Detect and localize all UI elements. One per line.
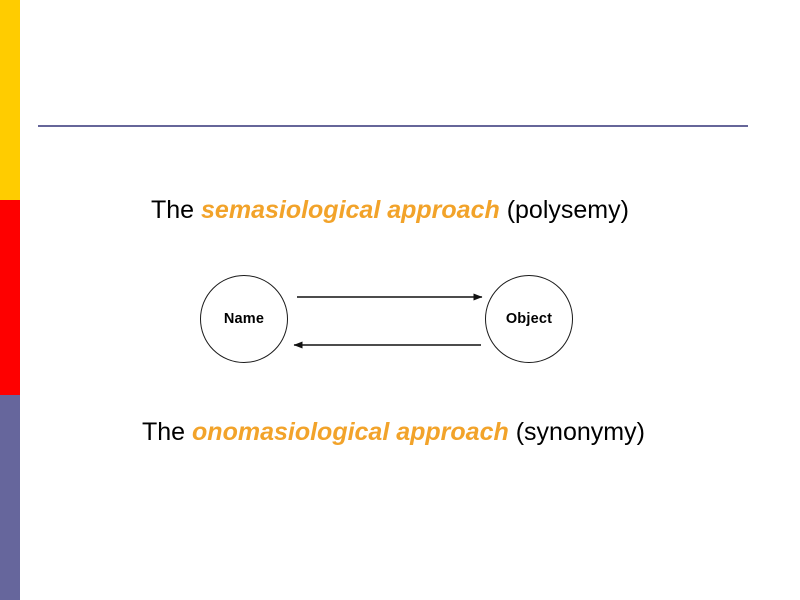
onomasiological-approach-line: The onomasiological approach (synonymy) [142, 418, 645, 447]
semasiological-approach-line: The semasiological approach (polysemy) [151, 196, 629, 225]
onomasiological-suffix: (synonymy) [508, 418, 645, 446]
node-label-object: Object [505, 311, 553, 327]
sidebar-band-red [0, 200, 20, 395]
onomasiological-term: onomasiological approach [192, 418, 509, 446]
sidebar-color-rail [0, 0, 20, 600]
onomasiological-prefix: The [142, 418, 193, 446]
sidebar-band-purple [0, 395, 20, 600]
semasiological-term: semasiological approach [201, 196, 500, 224]
title-divider-rule [38, 125, 748, 127]
node-label-name: Name [223, 311, 265, 327]
relation-arrow-layer [293, 293, 483, 349]
node-circle-object: Object [485, 275, 573, 363]
sidebar-band-yellow [0, 0, 20, 200]
semasiological-suffix: (polysemy) [499, 196, 629, 224]
semasiological-prefix: The [151, 196, 202, 224]
name-object-relation-diagram: Name Object [195, 268, 585, 373]
node-circle-name: Name [200, 275, 288, 363]
